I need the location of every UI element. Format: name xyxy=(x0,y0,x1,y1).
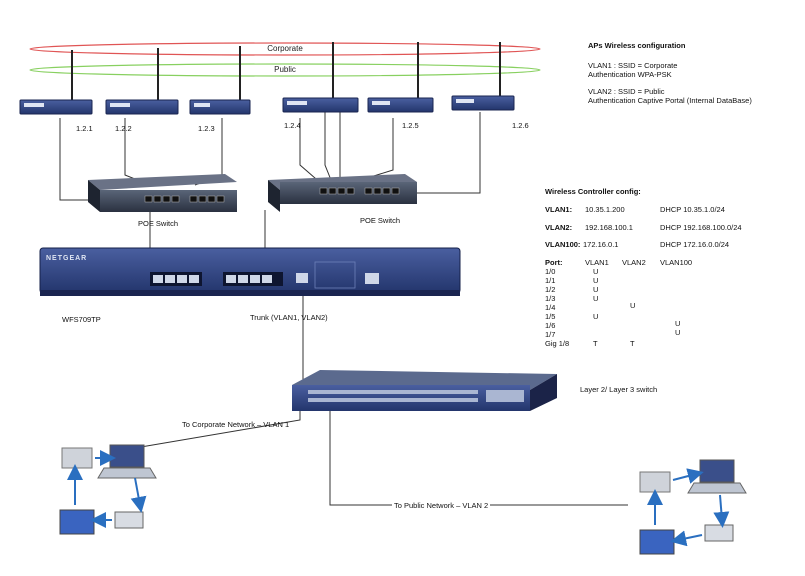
port-row-vlan1: U xyxy=(593,294,599,303)
port-row-vlan100: U xyxy=(675,328,681,337)
ap-label-1: 1.2.1 xyxy=(76,124,93,133)
vlan100-name: VLAN100: xyxy=(545,240,581,249)
port-row-port: 1/4 xyxy=(545,303,556,312)
port-row-port: 1/3 xyxy=(545,294,556,303)
ap-label-4: 1.2.4 xyxy=(284,121,301,130)
public-link-label: To Public Network – VLAN 2 xyxy=(392,501,491,510)
poe-switch-2-label: POE Switch xyxy=(360,216,401,225)
port-row-vlan1: U xyxy=(593,276,599,285)
port-row-port: 1/7 xyxy=(545,330,556,339)
port-header-port: Port: xyxy=(545,258,563,267)
ap-cables xyxy=(59,108,628,506)
public-ring xyxy=(29,63,541,77)
public-network-cluster xyxy=(639,459,747,555)
port-row-port: 1/0 xyxy=(545,267,556,276)
port-row-port: Gig 1/8 xyxy=(545,339,570,348)
vlan2-name: VLAN2: xyxy=(545,223,573,232)
ap-config-vlan2-ssid: VLAN2 : SSID = Public xyxy=(588,87,665,96)
corporate-ring-label: Corporate xyxy=(267,44,303,53)
corporate-ring xyxy=(29,42,541,56)
ap-label-6: 1.2.6 xyxy=(512,121,529,130)
access-point-6 xyxy=(451,42,515,111)
public-ring-label: Public xyxy=(274,65,296,74)
poe-switch-1-label: POE Switch xyxy=(138,219,179,228)
port-row-vlan2: U xyxy=(630,301,636,310)
vlan1-ip: 10.35.1.200 xyxy=(585,205,625,214)
core-switch-label: Layer 2/ Layer 3 switch xyxy=(580,385,658,394)
ap-config-vlan1-auth: Authentication WPA-PSK xyxy=(588,70,672,79)
wireless-controller xyxy=(39,247,461,296)
ap-label-2: 1.2.2 xyxy=(115,124,132,133)
port-row-vlan1: T xyxy=(593,339,598,348)
controller-brand: NETGEAR xyxy=(46,255,88,262)
vlan2-dhcp: DHCP 192.168.100.0/24 xyxy=(660,223,742,232)
port-row-port: 1/2 xyxy=(545,285,556,294)
corporate-network-cluster xyxy=(59,444,157,535)
poe-switch-1 xyxy=(88,174,237,212)
controller-model-label: WFS709TP xyxy=(62,315,101,324)
vlan1-dhcp: DHCP 10.35.1.0/24 xyxy=(660,205,725,214)
port-row-vlan1: U xyxy=(593,285,599,294)
core-switch xyxy=(292,370,557,411)
port-header-vlan1: VLAN1 xyxy=(585,258,609,267)
ap-config-vlan1-ssid: VLAN1 : SSID = Corporate xyxy=(588,61,678,70)
vlan100-ip: 172.16.0.1 xyxy=(583,240,619,249)
vlan1-name: VLAN1: xyxy=(545,205,573,214)
access-point-2 xyxy=(105,48,179,115)
port-header-vlan100: VLAN100 xyxy=(660,258,693,267)
ap-config-vlan2-auth: Authentication Captive Portal (Internal … xyxy=(588,96,752,105)
port-row-vlan1: U xyxy=(593,312,599,321)
access-point-3 xyxy=(189,46,251,115)
corporate-link-label: To Corporate Network – VLAN 1 xyxy=(182,420,290,429)
port-row-vlan1: U xyxy=(593,267,599,276)
vlan2-ip: 192.168.100.1 xyxy=(585,223,633,232)
ap-label-3: 1.2.3 xyxy=(198,124,215,133)
port-row-vlan100: U xyxy=(675,319,681,328)
port-row-port: 1/1 xyxy=(545,276,556,285)
access-point-1 xyxy=(19,50,93,115)
port-row-port: 1/6 xyxy=(545,321,556,330)
port-row-vlan2: T xyxy=(630,339,635,348)
access-point-4 xyxy=(282,42,359,113)
access-point-5 xyxy=(367,42,434,113)
trunk-label: Trunk (VLAN1, VLAN2) xyxy=(250,313,328,322)
port-row-port: 1/5 xyxy=(545,312,556,321)
ap-config-title: APs Wireless configuration xyxy=(588,41,686,50)
poe-switch-2 xyxy=(268,174,417,212)
port-header-vlan2: VLAN2 xyxy=(622,258,646,267)
vlan100-dhcp: DHCP 172.16.0.0/24 xyxy=(660,240,730,249)
controller-config-title: Wireless Controller config: xyxy=(545,187,641,196)
ap-label-5: 1.2.5 xyxy=(402,121,419,130)
